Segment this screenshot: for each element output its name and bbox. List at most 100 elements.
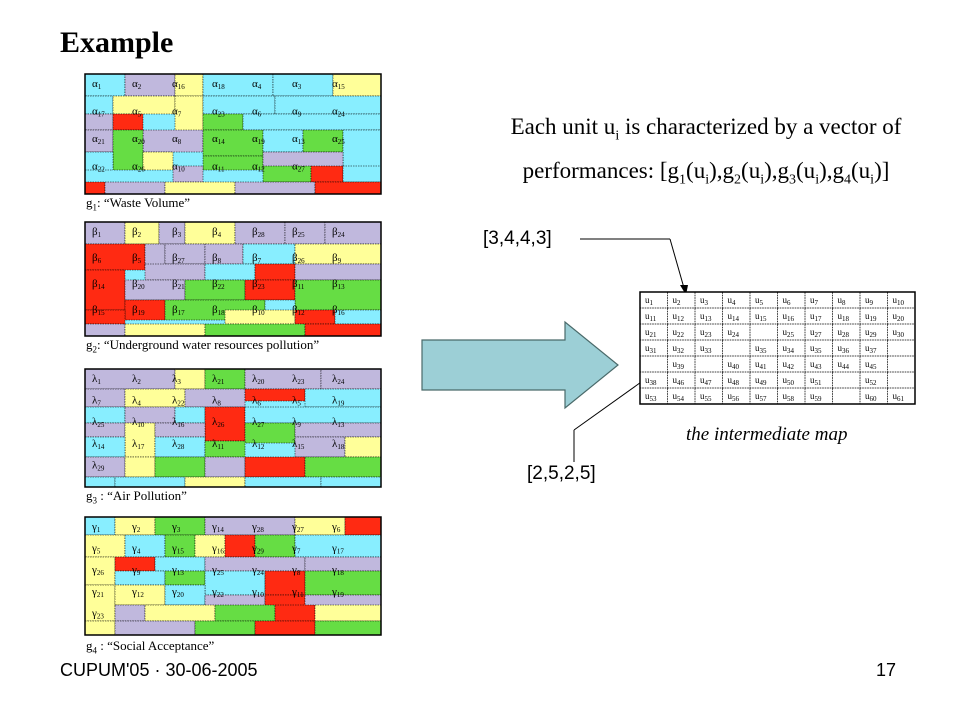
intermediate-unit-label: u35 <box>810 343 822 355</box>
intermediate-unit-label: u47 <box>700 375 712 387</box>
description-line-1: Each unit ui is characterized by a vecto… <box>510 114 902 144</box>
map-unit-label: α20 <box>132 133 145 146</box>
map-unit-label: λ2 <box>132 373 141 386</box>
intermediate-unit-label: u29 <box>865 327 877 339</box>
map-region <box>154 456 206 478</box>
intermediate-cell <box>887 355 916 373</box>
intermediate-map-caption: the intermediate map <box>686 424 848 445</box>
map-unit-label: α14 <box>212 133 225 146</box>
intermediate-unit-label: u45 <box>865 359 877 371</box>
map-unit-label: α27 <box>292 161 305 174</box>
map-region <box>124 221 160 245</box>
map-region <box>164 570 206 586</box>
map-region <box>124 299 166 321</box>
intermediate-unit-label: u10 <box>893 295 905 307</box>
intermediate-unit-label: u33 <box>700 343 712 355</box>
vector-label-bottom: [2,5,2,5] <box>527 463 596 484</box>
map-region <box>112 129 144 171</box>
map-unit-label: γ7 <box>291 543 301 556</box>
map-frame <box>84 516 382 636</box>
map-region <box>84 406 126 424</box>
map-region <box>84 456 126 478</box>
map-region <box>184 476 246 488</box>
intermediate-unit-label: u32 <box>673 343 685 355</box>
intermediate-unit-label: u39 <box>673 359 685 371</box>
intermediate-unit-label: u19 <box>865 311 877 323</box>
map-unit-label: β26 <box>292 252 305 265</box>
map-unit-label: γ25 <box>211 564 224 577</box>
intermediate-unit-label: u27 <box>810 327 822 339</box>
map-region <box>84 584 116 622</box>
map-unit-label: λ10 <box>132 416 145 429</box>
map-region <box>264 570 306 596</box>
description-line-2: performances: [g1(ui),g2(ui),g3(ui),g4(u… <box>522 157 890 188</box>
map-region <box>114 604 146 622</box>
map-unit-label: β13 <box>332 278 345 291</box>
map-unit-label: λ28 <box>172 438 185 451</box>
map-unit-label: λ8 <box>212 395 221 408</box>
map-region <box>104 181 166 195</box>
map-unit-label: λ5 <box>292 395 301 408</box>
map-unit-label: α23 <box>212 106 225 119</box>
map-unit-label: α26 <box>132 161 145 174</box>
map-unit-label: β20 <box>132 278 145 291</box>
map-unit-label: α7 <box>172 106 182 119</box>
intermediate-unit-label: u14 <box>728 311 740 323</box>
map-unit-label: α5 <box>132 106 142 119</box>
map-unit-label: β27 <box>172 252 185 265</box>
map-region <box>304 323 382 337</box>
map-region <box>214 604 276 622</box>
intermediate-unit-label: u51 <box>810 375 822 387</box>
intermediate-unit-label: u42 <box>783 359 795 371</box>
map-unit-label: β11 <box>292 278 305 291</box>
map-region <box>274 95 382 115</box>
map-unit-label: α2 <box>132 78 142 91</box>
map-unit-label: γ8 <box>291 564 301 577</box>
map-region <box>204 456 246 478</box>
map-region <box>114 620 196 636</box>
map-region <box>202 129 264 157</box>
waste-volume-caption: g1: “Waste Volume” <box>86 195 191 213</box>
map-region <box>244 476 322 488</box>
intermediate-unit-label: u15 <box>755 311 767 323</box>
map-unit-label: γ17 <box>331 543 344 556</box>
map-unit-label: γ22 <box>211 586 224 599</box>
pointer-line-bottom-diag <box>573 379 645 431</box>
intermediate-cell <box>887 291 916 309</box>
map-unit-label: λ1 <box>92 373 101 386</box>
intermediate-unit-label: u50 <box>783 375 795 387</box>
social-acceptance-caption: g4 : “Social Acceptance” <box>86 638 215 656</box>
map-region <box>284 221 326 245</box>
intermediate-unit-label: u17 <box>810 311 822 323</box>
intermediate-unit-label: u5 <box>755 295 764 307</box>
map-unit-label: α12 <box>252 161 265 174</box>
map-region <box>84 422 126 438</box>
map-region <box>254 263 296 281</box>
map-unit-label: γ15 <box>171 543 184 556</box>
map-region <box>314 604 382 622</box>
intermediate-unit-label: u58 <box>783 391 795 403</box>
map-unit-label: γ24 <box>251 564 264 577</box>
map-region <box>144 604 216 622</box>
intermediate-cell <box>887 371 916 389</box>
map-region <box>174 95 204 137</box>
map-unit-label: λ18 <box>332 438 345 451</box>
intermediate-unit-label: u11 <box>645 311 657 323</box>
map-region <box>84 388 126 408</box>
intermediate-unit-label: u30 <box>893 327 905 339</box>
map-unit-label: λ19 <box>332 395 345 408</box>
map-unit-label: λ27 <box>252 416 265 429</box>
map-unit-label: γ29 <box>251 543 264 556</box>
map-region <box>84 181 106 195</box>
map-frame <box>84 368 382 488</box>
map-unit-label: γ26 <box>91 564 104 577</box>
map-unit-label: γ9 <box>131 564 141 577</box>
map-unit-label: λ25 <box>92 416 105 429</box>
map-unit-label: λ3 <box>172 373 181 386</box>
intermediate-unit-label: u12 <box>673 311 685 323</box>
map-unit-label: λ15 <box>292 438 305 451</box>
map-unit-label: γ3 <box>171 521 181 534</box>
map-region <box>84 309 126 325</box>
map-region <box>204 243 244 265</box>
map-region <box>204 323 306 337</box>
